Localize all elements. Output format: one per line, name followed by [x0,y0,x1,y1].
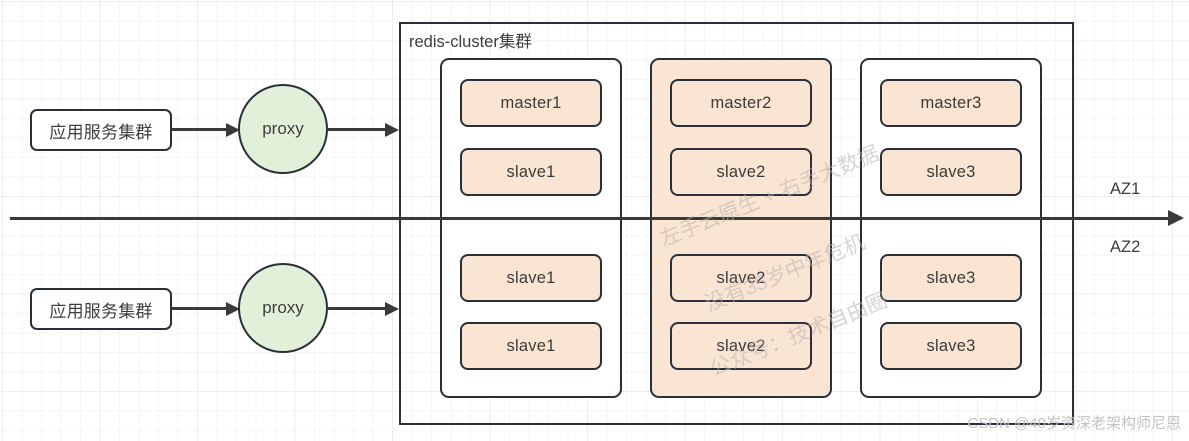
app-cluster-box-az1[interactable]: 应用服务集群 [30,109,172,151]
connector-app-to-proxy-az2 [172,307,226,310]
connector-proxy-to-cluster-az2-arrow [385,301,399,316]
redis-node-label: slave1 [506,336,556,355]
az-divider-line [10,217,1170,220]
app-cluster-label-az1: 应用服务集群 [49,122,153,142]
redis-node[interactable]: slave1 [460,322,602,370]
redis-node[interactable]: slave3 [880,148,1022,196]
redis-node[interactable]: slave2 [670,148,812,196]
redis-cluster-title: redis-cluster集群 [409,33,532,51]
connector-proxy-to-cluster-az2 [327,307,385,310]
redis-node[interactable]: slave2 [670,254,812,302]
redis-cluster-container [399,22,1074,425]
redis-node-label: slave1 [506,162,556,181]
redis-node-label: slave3 [926,162,976,181]
app-cluster-box-az2[interactable]: 应用服务集群 [30,288,172,330]
redis-node[interactable]: slave2 [670,322,812,370]
redis-node[interactable]: slave1 [460,254,602,302]
redis-node-label: master1 [500,93,562,112]
connector-app-to-proxy-az1-arrow [226,122,240,137]
proxy-label-az2: proxy [262,298,304,317]
redis-node-label: slave3 [926,336,976,355]
redis-node[interactable]: slave3 [880,322,1022,370]
app-cluster-label-az2: 应用服务集群 [49,301,153,321]
proxy-node-az1[interactable]: proxy [238,84,328,174]
connector-proxy-to-cluster-az1 [327,128,385,131]
credit-watermark: CSDN @40岁资深老架构师尼恩 [967,415,1181,432]
az2-label: AZ2 [1110,238,1141,256]
redis-node-label: slave1 [506,268,556,287]
connector-proxy-to-cluster-az1-arrow [385,122,399,137]
az1-label: AZ1 [1110,180,1141,198]
redis-node-label: slave2 [716,162,766,181]
redis-node-label: master3 [920,93,982,112]
redis-node-label: slave3 [926,268,976,287]
redis-node[interactable]: master1 [460,79,602,127]
redis-node[interactable]: master2 [670,79,812,127]
redis-node-label: master2 [710,93,772,112]
connector-app-to-proxy-az2-arrow [226,301,240,316]
proxy-node-az2[interactable]: proxy [238,263,328,353]
redis-node-label: slave2 [716,336,766,355]
connector-app-to-proxy-az1 [172,128,226,131]
redis-node-label: slave2 [716,268,766,287]
redis-node[interactable]: slave1 [460,148,602,196]
az-divider-arrow-icon [1168,210,1184,226]
redis-node[interactable]: master3 [880,79,1022,127]
redis-node[interactable]: slave3 [880,254,1022,302]
proxy-label-az1: proxy [262,119,304,138]
